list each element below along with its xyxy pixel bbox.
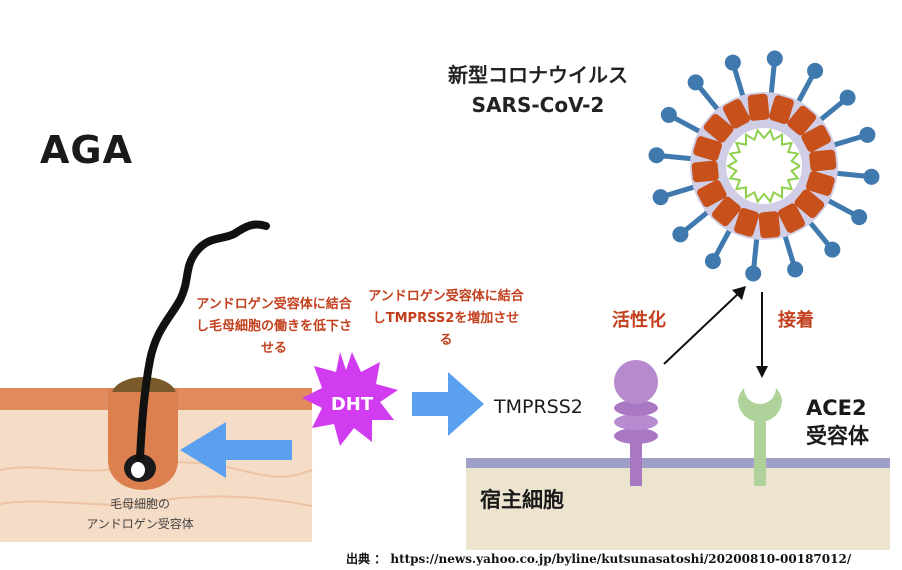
activation-arrow (663, 286, 746, 365)
virus-spike-protein (722, 99, 750, 129)
ace2-label: ACE2 受容体 (806, 394, 869, 450)
host-cell-body (466, 466, 890, 550)
virus-spike-protein (703, 113, 734, 143)
virus-receptor-knob (660, 106, 677, 123)
virus-spike-protein (693, 136, 723, 161)
aga-label: AGA (40, 128, 134, 172)
virus-title-ja: 新型コロナウイルス (448, 63, 628, 87)
ace2-name: ACE2 (806, 396, 867, 420)
virus-spike-protein (711, 196, 741, 227)
virus-receptor-knob (824, 241, 841, 258)
virus-title-en: SARS-CoV-2 (471, 93, 605, 117)
tmprss2-segment (614, 400, 658, 416)
virus-receptor-knob (687, 74, 704, 91)
activation-label: 活性化 (612, 310, 666, 331)
tmprss2-label: TMPRSS2 (494, 396, 583, 418)
ace2-suffix: 受容体 (806, 424, 869, 448)
virus-receptor-knob (724, 54, 741, 71)
virus-receptor-knob (839, 89, 856, 106)
virus-spike-protein (758, 211, 781, 239)
virus-receptor-knob (807, 62, 824, 79)
virus-spike-protein (691, 160, 719, 183)
virus-spike-protein (787, 105, 817, 136)
virus-rna (726, 128, 801, 204)
virus-receptor-knob (672, 226, 689, 243)
sars-cov-2-virus (648, 50, 880, 282)
blue-arrow-right (412, 372, 484, 436)
tmprss2-head (614, 360, 658, 404)
virus-spike-protein (697, 180, 727, 208)
virus-spike-protein (794, 189, 825, 219)
virus-spike-protein (747, 93, 770, 121)
ace2-stem (754, 420, 766, 486)
cell-membrane (466, 458, 890, 468)
virus-receptor-knob (652, 189, 669, 206)
virus-spike-protein (778, 203, 806, 233)
ace2-receptor (738, 388, 782, 486)
virus-receptor-knob (851, 209, 868, 226)
virus-receptor-knob (863, 168, 880, 185)
tmprss2-segment (614, 414, 658, 430)
follicle-receptor-label: 毛母細胞の アンドロゲン受容体 (86, 497, 194, 531)
tmprss2-segment (614, 428, 658, 444)
source-citation: 出典 ： https://news.yahoo.co.jp/byline/kut… (346, 552, 852, 566)
virus-core (726, 128, 802, 204)
virus-receptor-knob (704, 253, 721, 270)
virus-receptor-knob (745, 265, 762, 282)
host-cell (466, 458, 890, 550)
hair-strand (136, 220, 270, 462)
attachment-label: 接着 (778, 310, 814, 331)
dht-starburst (302, 352, 398, 446)
virus-receptor-knob (859, 126, 876, 143)
virus-spike-protein (809, 149, 837, 172)
blue-arrow-left (180, 422, 292, 478)
host-cell-label: 宿主細胞 (480, 488, 564, 512)
virus-spike-protein (769, 95, 794, 125)
papilla-core (131, 462, 145, 478)
virus-spike-protein (734, 207, 759, 237)
virus-title: 新型コロナウイルス SARS-CoV-2 (418, 60, 658, 120)
note-tmprss2-increase: アンドロゲン受容体に結合しTMPRSS2を増加させる (368, 289, 524, 348)
virus-spike-protein (801, 124, 831, 152)
skin-texture (0, 495, 313, 507)
note-follicle-effect: アンドロゲン受容体に結合し毛母細胞の働きを低下させる (196, 297, 353, 356)
virus-receptor-knob (787, 261, 804, 278)
virus-receptor-knob (648, 147, 665, 164)
attachment-arrow (756, 292, 768, 378)
virus-spike-protein (805, 171, 835, 196)
dht-label: DHT (330, 394, 374, 415)
hair-follicle (108, 220, 270, 490)
virus-receptor-knob (766, 50, 783, 67)
ace2-cup (738, 388, 782, 422)
tmprss2-protein (614, 360, 658, 486)
